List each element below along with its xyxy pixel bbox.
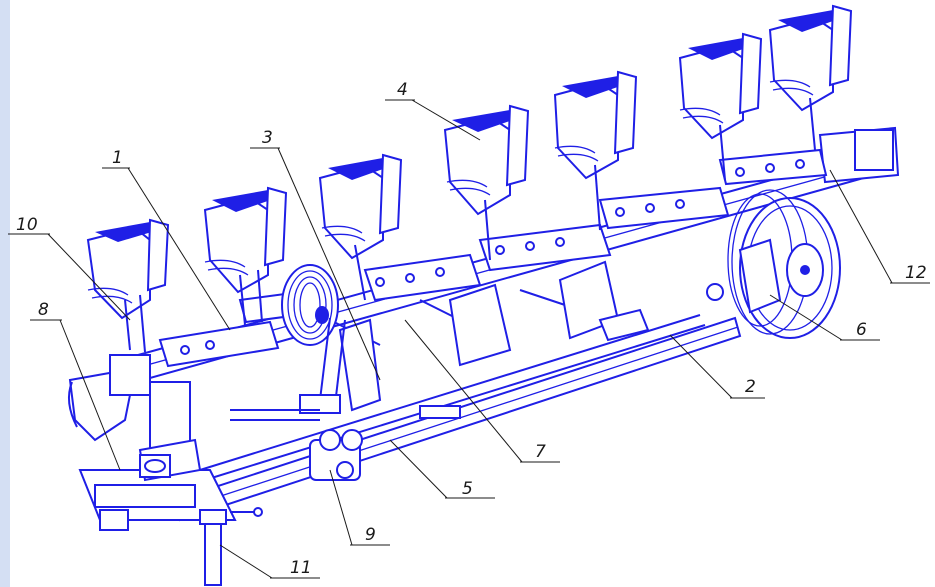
plough-body	[203, 186, 288, 326]
callout-3: 3	[250, 128, 381, 381]
plough-body	[553, 70, 638, 340]
plough-body	[678, 32, 763, 181]
callouts: 1 2 3 4 5	[8, 80, 930, 579]
frame-bolts	[180, 159, 805, 355]
plough-body	[443, 104, 530, 367]
callout-12: 12	[829, 169, 930, 284]
callout-2: 2	[669, 334, 765, 399]
callout-label: 10	[16, 215, 38, 235]
callout-8: 8	[30, 300, 121, 471]
front-hitch	[67, 283, 724, 586]
callout-9: 9	[329, 469, 390, 546]
front-wheel	[281, 264, 346, 414]
callout-label: 3	[262, 128, 273, 148]
callout-label: 5	[462, 479, 473, 499]
callout-label: 2	[745, 377, 756, 397]
callout-label: 1	[112, 148, 123, 168]
side-strip	[0, 0, 10, 587]
rear-wheel	[727, 189, 841, 339]
callout-label: 4	[397, 80, 408, 100]
callout-10: 10	[8, 215, 131, 321]
callout-label: 8	[38, 300, 49, 320]
plough-bodies	[86, 4, 853, 412]
plough-body	[86, 218, 170, 353]
callout-5: 5	[389, 439, 495, 499]
callout-label: 11	[290, 558, 312, 578]
callout-11: 11	[219, 544, 320, 579]
plough-body	[768, 4, 853, 151]
callout-label: 12	[905, 263, 927, 283]
callout-6: 6	[769, 294, 880, 341]
callout-label: 7	[535, 442, 546, 462]
callout-4: 4	[385, 80, 481, 141]
plough-body	[318, 153, 403, 412]
callout-7: 7	[404, 319, 560, 463]
callout-label: 9	[365, 525, 376, 545]
callout-label: 6	[856, 320, 867, 340]
callout-1: 1	[102, 148, 231, 331]
